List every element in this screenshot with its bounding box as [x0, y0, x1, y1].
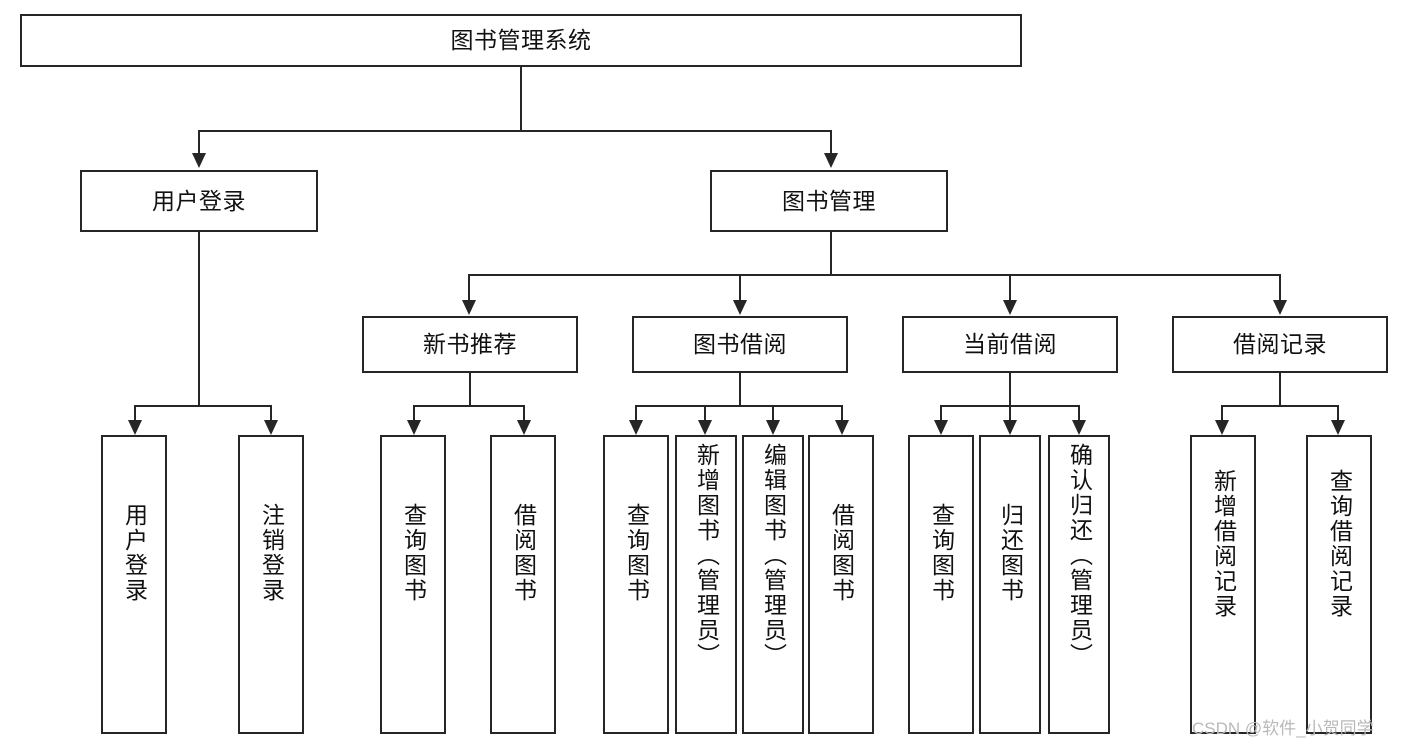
arrowhead-leaf-add-record — [1215, 420, 1229, 435]
leaf-node-user-login[interactable]: 用户登录 — [101, 435, 167, 734]
edge-to-borrow-record — [1279, 274, 1281, 302]
edge-to-leaf-query-book-3 — [940, 405, 942, 422]
node-label: 新书推荐 — [423, 331, 517, 358]
leaf-node-add-book[interactable]: 新增图书（管理员） — [675, 435, 737, 734]
edge-to-leaf-add-book — [704, 405, 706, 422]
edge-root-to-book-manage — [830, 130, 832, 155]
arrowhead-leaf-user-login — [128, 420, 142, 435]
edge-to-leaf-add-record — [1221, 405, 1223, 422]
leaf-node-add-record[interactable]: 新增借阅记录 — [1190, 435, 1256, 734]
edge-to-leaf-user-logout — [270, 405, 272, 422]
node-label: 新增图书（管理员） — [693, 443, 720, 668]
edge-to-leaf-query-book-2 — [635, 405, 637, 422]
edge-current-borrow-trunk — [1009, 373, 1011, 405]
edge-to-leaf-edit-book — [772, 405, 774, 422]
edge-to-leaf-borrow-book-1 — [523, 405, 525, 422]
edge-to-book-borrow — [739, 274, 741, 302]
node-label: 查询借阅记录 — [1326, 469, 1353, 619]
edge-root-trunk — [520, 67, 522, 130]
arrowhead-leaf-user-logout — [264, 420, 278, 435]
node-label: 图书管理系统 — [450, 27, 592, 54]
edge-to-leaf-return-book — [1009, 405, 1011, 422]
arrowhead-book-manage — [824, 153, 838, 168]
arrowhead-book-borrow — [733, 300, 747, 315]
edge-to-leaf-user-login — [134, 405, 136, 422]
edge-to-leaf-confirm-return — [1078, 405, 1080, 422]
node-label: 归还图书 — [997, 503, 1024, 603]
arrowhead-leaf-confirm-return — [1072, 420, 1086, 435]
leaf-node-confirm-return[interactable]: 确认归还（管理员） — [1048, 435, 1110, 734]
arrowhead-leaf-edit-book — [766, 420, 780, 435]
edge-to-new-book-recommend — [468, 274, 470, 302]
edge-borrow-record-bus — [1221, 405, 1339, 407]
node-label: 编辑图书（管理员） — [760, 443, 787, 668]
edge-new-book-bus — [413, 405, 525, 407]
node-label: 借阅图书 — [510, 503, 537, 603]
leaf-node-borrow-book-2[interactable]: 借阅图书 — [808, 435, 874, 734]
arrowhead-leaf-borrow-book-1 — [517, 420, 531, 435]
arrowhead-borrow-record — [1273, 300, 1287, 315]
edge-to-leaf-query-record — [1337, 405, 1339, 422]
leaf-node-edit-book[interactable]: 编辑图书（管理员） — [742, 435, 804, 734]
edge-book-manage-trunk — [830, 232, 832, 274]
edge-book-borrow-bus — [635, 405, 843, 407]
node-label: 用户登录 — [121, 503, 148, 603]
node-label: 查询图书 — [400, 503, 427, 603]
node-borrow-record[interactable]: 借阅记录 — [1172, 316, 1388, 373]
leaf-node-user-logout[interactable]: 注销登录 — [238, 435, 304, 734]
node-label: 用户登录 — [152, 187, 246, 214]
node-label: 借阅图书 — [828, 503, 855, 603]
edge-to-leaf-query-book-1 — [413, 405, 415, 422]
node-label: 图书借阅 — [693, 331, 787, 358]
node-label: 确认归还（管理员） — [1066, 443, 1093, 668]
node-book-management[interactable]: 图书管理 — [710, 170, 948, 232]
edge-book-borrow-trunk — [739, 373, 741, 405]
arrowhead-leaf-return-book — [1003, 420, 1017, 435]
arrowhead-current-borrow — [1003, 300, 1017, 315]
leaf-node-return-book[interactable]: 归还图书 — [979, 435, 1041, 734]
arrowhead-leaf-query-book-2 — [629, 420, 643, 435]
node-label: 查询图书 — [928, 503, 955, 603]
edge-to-current-borrow — [1009, 274, 1011, 302]
arrowhead-leaf-query-book-1 — [407, 420, 421, 435]
arrowhead-leaf-borrow-book-2 — [835, 420, 849, 435]
node-label: 注销登录 — [258, 503, 285, 603]
node-label: 查询图书 — [623, 503, 650, 603]
edge-level3-bus — [468, 274, 1280, 276]
arrowhead-new-book-recommend — [462, 300, 476, 315]
edge-new-book-trunk — [469, 373, 471, 405]
node-user-login[interactable]: 用户登录 — [80, 170, 318, 232]
arrowhead-user-login — [192, 153, 206, 168]
arrowhead-leaf-add-book — [698, 420, 712, 435]
arrowhead-leaf-query-book-3 — [934, 420, 948, 435]
node-label: 当前借阅 — [963, 331, 1057, 358]
edge-user-login-bus — [134, 405, 272, 407]
edge-root-bus — [198, 130, 832, 132]
node-book-borrow[interactable]: 图书借阅 — [632, 316, 848, 373]
node-new-book-recommend[interactable]: 新书推荐 — [362, 316, 578, 373]
edge-root-to-user-login — [198, 130, 200, 155]
node-current-borrow[interactable]: 当前借阅 — [902, 316, 1118, 373]
leaf-node-borrow-book-1[interactable]: 借阅图书 — [490, 435, 556, 734]
node-label: 新增借阅记录 — [1210, 469, 1237, 619]
leaf-node-query-book-2[interactable]: 查询图书 — [603, 435, 669, 734]
node-book-management-system[interactable]: 图书管理系统 — [20, 14, 1022, 67]
arrowhead-leaf-query-record — [1331, 420, 1345, 435]
node-label: 借阅记录 — [1233, 331, 1327, 358]
leaf-node-query-record[interactable]: 查询借阅记录 — [1306, 435, 1372, 734]
edge-borrow-record-trunk — [1279, 373, 1281, 405]
leaf-node-query-book-3[interactable]: 查询图书 — [908, 435, 974, 734]
node-label: 图书管理 — [782, 187, 876, 214]
leaf-node-query-book-1[interactable]: 查询图书 — [380, 435, 446, 734]
edge-to-leaf-borrow-book-2 — [841, 405, 843, 422]
edge-user-login-trunk — [198, 232, 200, 405]
